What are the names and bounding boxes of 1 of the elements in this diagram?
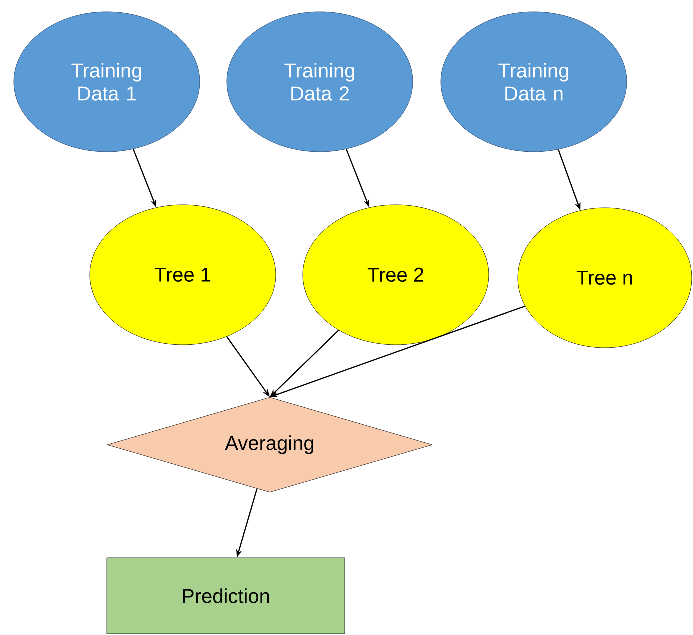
process-box: Prediction: [106, 558, 346, 634]
